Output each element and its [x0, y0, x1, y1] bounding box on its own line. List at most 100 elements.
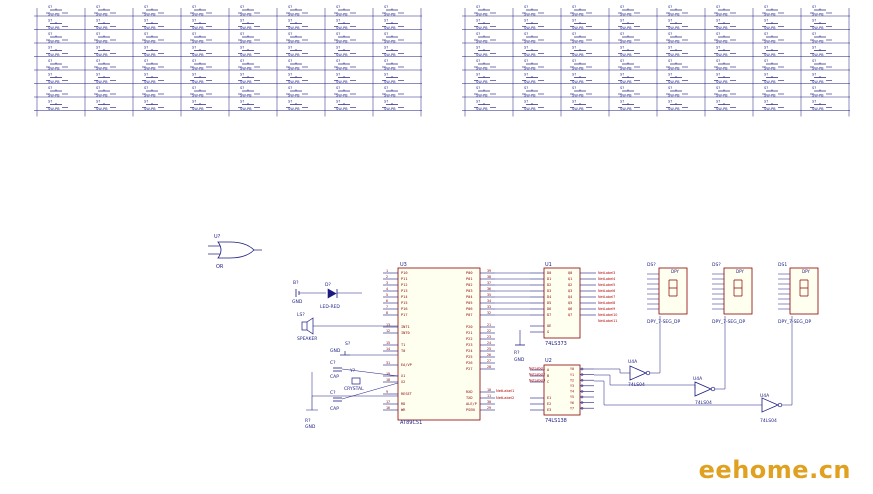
- push-switch: S?SW-PB: [238, 46, 260, 57]
- switch-value: SW-PB: [240, 40, 252, 44]
- push-switch: S?SW-PB: [666, 19, 688, 30]
- push-switch: S? SW-PB: [474, 19, 496, 30]
- switch-value: SW-PB: [48, 40, 60, 44]
- push-switch: S?SW-PB: [286, 86, 308, 98]
- switch-ref: S?: [192, 100, 196, 104]
- push-switch: S?SW-PB: [810, 59, 832, 71]
- mcu-pin-number: 11: [487, 394, 491, 398]
- mcu-ref: U3: [400, 262, 407, 268]
- switch-ref: S?: [764, 73, 768, 77]
- switch-ref: S?: [96, 32, 100, 36]
- switch-ref: S?: [96, 59, 100, 63]
- switch-value: SW-PB: [476, 26, 488, 30]
- mcu-pin-name: P13: [401, 289, 408, 293]
- push-switch: S?SW-PB: [666, 32, 688, 44]
- switch-ref: S?: [144, 46, 148, 50]
- switch-matrix-right: S? SW-PB S? SW-PB S? SW-PB S? SW-PB S? SW-PB S? SW-…: [462, 5, 850, 117]
- switch-ref: S?: [764, 59, 768, 63]
- switch-ref: S?: [476, 19, 480, 23]
- switch-ref: S?: [572, 46, 576, 50]
- switch-value: SW-PB: [192, 94, 204, 98]
- switch-ref: S?: [144, 5, 148, 9]
- switch-ref: S?: [336, 59, 340, 63]
- switch-ref: S?: [812, 59, 816, 63]
- switch-ref: S?: [476, 73, 480, 77]
- mcu-pin-name: P07: [466, 313, 473, 317]
- push-switch: S?SW-PB: [334, 73, 356, 84]
- mcu-pin-number: 21: [487, 323, 491, 327]
- mcu-pin-number: 18: [386, 378, 390, 382]
- mcu-pin-name: RD: [401, 402, 405, 406]
- push-switch: S?SW-PB: [570, 86, 592, 98]
- push-switch: S?SW-PB: [94, 59, 116, 71]
- switch-value: SW-PB: [524, 53, 536, 57]
- inverter-2-ref: U4A: [693, 376, 703, 382]
- switch-value: SW-PB: [336, 94, 348, 98]
- switch-ref: S?: [812, 5, 816, 9]
- switch-ref: S?: [384, 5, 388, 9]
- decoder-74ls138: U2 ANetLabel1BNetLabel2CNetLabel3E1E2E3Y…: [529, 358, 594, 424]
- mcu-pin-number: 15: [386, 341, 390, 345]
- switch-ref: S?: [524, 73, 528, 77]
- switch-value: SW-PB: [96, 40, 108, 44]
- switch-ref: S?: [716, 46, 720, 50]
- decoder-out-pin: Y5: [570, 395, 574, 399]
- switch-value: SW-PB: [96, 26, 108, 30]
- mcu-pin-name: P21: [466, 331, 473, 335]
- switch-ref: S?: [48, 59, 52, 63]
- switch-ref: S?: [812, 100, 816, 104]
- decoder-in-pin: B: [547, 374, 549, 378]
- mcu-pin-name: P04: [466, 295, 473, 299]
- switch-ref: S?: [240, 86, 244, 90]
- push-switch: S?SW-PB: [46, 73, 68, 84]
- push-switch: S?SW-PB: [666, 59, 688, 71]
- switch-value: SW-PB: [716, 80, 728, 84]
- switch2-gnd: GND: [330, 348, 341, 354]
- switch-value: SW-PB: [620, 107, 632, 111]
- push-switch: S?SW-PB: [190, 46, 212, 57]
- switch-ref: S?: [384, 86, 388, 90]
- switch-value: SW-PB: [240, 107, 252, 111]
- latch-d-pin: D0: [547, 271, 551, 275]
- push-switch: S?SW-PB: [286, 46, 308, 57]
- switch-ref: S?: [288, 19, 292, 23]
- latch-ref: U1: [545, 262, 552, 268]
- mcu-pin-number: 6: [386, 299, 388, 303]
- push-switch: S?SW-PB: [142, 5, 164, 17]
- mcu-pin-name: EA/VP: [401, 363, 412, 367]
- mcu-pin-number: 34: [487, 299, 491, 303]
- push-switch: S?SW-PB: [334, 5, 356, 17]
- speaker-ref: LS?: [297, 312, 305, 318]
- switch-ref: S?: [144, 19, 148, 23]
- switch-ref: S?: [384, 46, 388, 50]
- push-switch: S?SW-PB: [382, 100, 404, 111]
- push-switch: S?SW-PB: [714, 46, 736, 57]
- decoder-net-label: NetLabel2: [529, 373, 545, 377]
- switch-value: SW-PB: [476, 94, 488, 98]
- push-switch: S?SW-PB: [142, 86, 164, 98]
- push-switch: S?SW-PB: [666, 100, 688, 111]
- switch-ref: S?: [812, 73, 816, 77]
- switch-ref: S?: [524, 32, 528, 36]
- switch-value: SW-PB: [524, 40, 536, 44]
- switch-ref: S?: [812, 19, 816, 23]
- push-switch: S?SW-PB: [762, 100, 784, 111]
- switch-ref: S?: [668, 32, 672, 36]
- decoder-out-pin: Y3: [570, 384, 574, 388]
- or-gate-value: OR: [216, 264, 224, 270]
- switch-ref: S?: [288, 32, 292, 36]
- switch-ref: S?: [288, 73, 292, 77]
- switch-ref: S?: [240, 46, 244, 50]
- switch-ref: S?: [716, 32, 720, 36]
- switch-value: SW-PB: [288, 13, 300, 17]
- push-switch: S?SW-PB: [94, 5, 116, 17]
- led-ref: D?: [325, 282, 331, 288]
- push-switch: S?SW-PB: [238, 73, 260, 84]
- push-switch: S?SW-PB: [570, 19, 592, 30]
- mcu-pin-name: P26: [466, 361, 473, 365]
- latch-ctl-pin: OE: [547, 324, 551, 328]
- switch-value: SW-PB: [288, 53, 300, 57]
- switch-ref: S?: [620, 5, 624, 9]
- push-switch: S?SW-PB: [190, 5, 212, 17]
